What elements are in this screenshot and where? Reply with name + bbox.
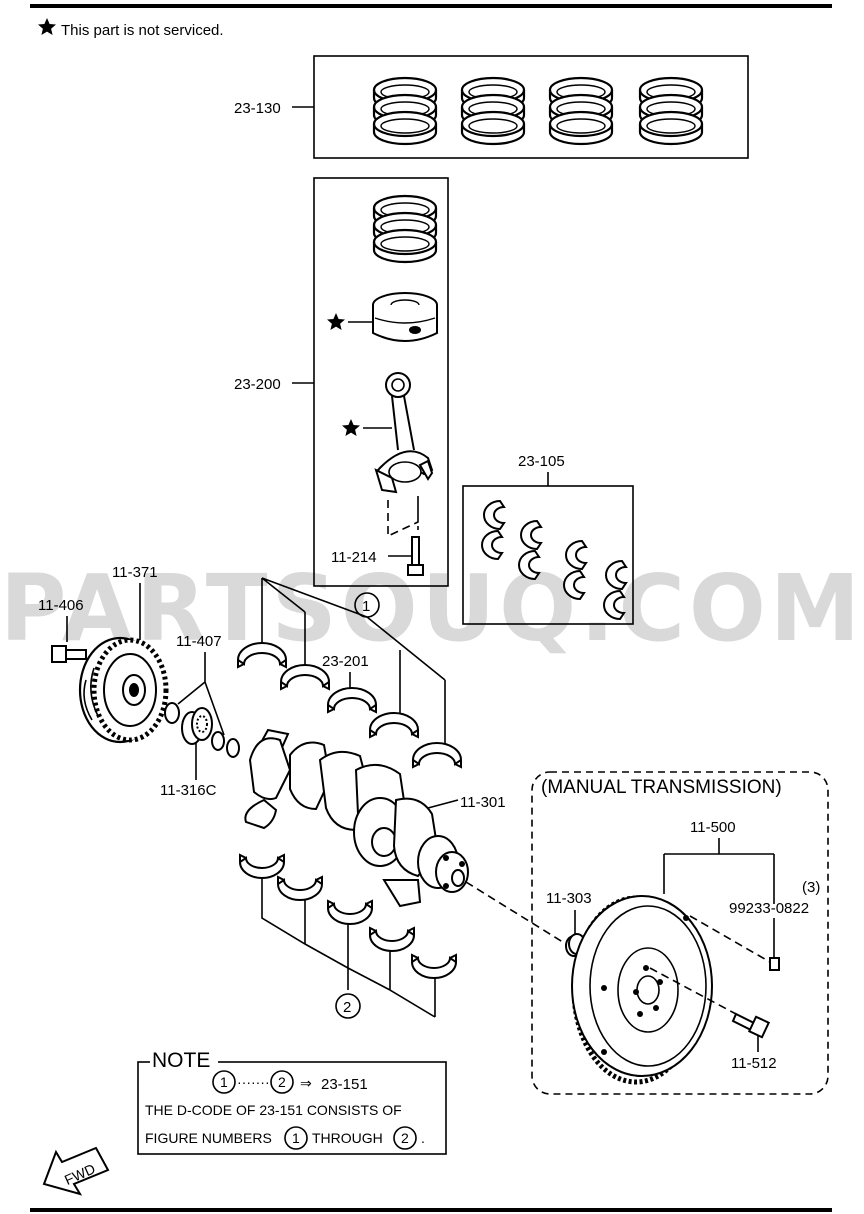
piston-rod-group[interactable]: 23-200 11-214 [234, 177, 449, 587]
piston-rod-box [313, 177, 449, 587]
rod-bearing-box [462, 485, 634, 625]
note-line-3-one: 1 [292, 1130, 300, 1146]
manual-transmission-group[interactable]: (MANUAL TRANSMISSION) 11-500 (3) 99233-0… [531, 771, 829, 1095]
connecting-rod-icon [374, 372, 434, 494]
star-legend-text: This part is not serviced. [61, 22, 224, 39]
note-to: 2 [278, 1074, 286, 1090]
label-11-371: 11-371 [112, 564, 158, 581]
note-line-2: THE D-CODE OF 23-151 CONSISTS OF [145, 1102, 402, 1118]
crank-pulley-icon [78, 636, 169, 744]
note-line-3b: THROUGH [312, 1130, 383, 1146]
note-title: NOTE [152, 1049, 210, 1072]
manual-transmission-title: (MANUAL TRANSMISSION) [541, 777, 782, 798]
lower-main-bearings-group[interactable]: 2 [239, 854, 457, 1019]
note-code: 23-151 [321, 1076, 368, 1093]
label-23-201: 23-201 [322, 653, 369, 670]
label-11-406: 11-406 [38, 597, 84, 614]
rod-bearing-set-group[interactable]: 23-105 [462, 453, 634, 625]
note-line-3-two: 2 [401, 1130, 409, 1146]
label-99233-0822: 99233-0822 [729, 900, 809, 917]
flywheel-pin-qty: (3) [802, 879, 820, 896]
crankshaft-icon [244, 728, 469, 908]
pilot-bearing-icon [181, 707, 213, 745]
flywheel-bolt-icon [731, 1012, 771, 1039]
flywheel-icon [571, 895, 713, 1085]
note-dots: ······· [237, 1074, 270, 1090]
pulley-bolt-icon [51, 645, 87, 663]
star-icon [327, 313, 345, 330]
upper-main-bearings-group[interactable]: 1 23-201 [237, 577, 462, 768]
seal-ring-icon [164, 702, 180, 724]
flywheel-pin-icon [769, 957, 780, 971]
note-line-3-end: . [421, 1130, 425, 1146]
bottom-border [30, 1208, 832, 1212]
label-11-301: 11-301 [460, 794, 506, 811]
crank-pulley-group[interactable]: 11-371 11-406 [38, 564, 169, 744]
callout-2: 2 [343, 999, 351, 1016]
label-23-105: 23-105 [518, 453, 565, 470]
star-icon [342, 419, 360, 436]
label-11-316C: 11-316C [160, 782, 217, 799]
label-11-407: 11-407 [176, 633, 222, 650]
manual-transmission-box [531, 771, 829, 1095]
label-11-214: 11-214 [331, 549, 377, 566]
seal-group[interactable]: 11-407 11-316C [160, 633, 240, 799]
label-23-200: 23-200 [234, 376, 281, 393]
label-11-512: 11-512 [731, 1055, 777, 1072]
thrust-bearing-icon [327, 687, 377, 713]
callout-circle-2 [335, 993, 361, 1019]
star-legend: This part is not serviced. [38, 18, 224, 39]
note-line-3a: FIGURE NUMBERS [145, 1130, 272, 1146]
label-11-303: 11-303 [546, 890, 592, 907]
piston-ring-stack [374, 196, 436, 262]
piston-icon [372, 292, 438, 342]
note-arrow: ⇒ [300, 1075, 312, 1091]
star-icon [38, 18, 56, 35]
callout-1: 1 [362, 598, 370, 615]
ring-stack-1 [374, 78, 436, 144]
ring-stack-2 [462, 78, 524, 144]
top-border [30, 4, 832, 8]
label-11-500: 11-500 [690, 819, 736, 836]
note-from: 1 [220, 1074, 228, 1090]
crankshaft-group[interactable]: 11-301 [244, 728, 567, 945]
note-box [137, 1061, 447, 1155]
ring-stack-4 [640, 78, 702, 144]
ring-stack-3 [550, 78, 612, 144]
note-box-group: NOTE 1 ······· 2 ⇒ 23-151 THE D-CODE OF … [137, 1049, 447, 1155]
rod-bolt-icon [407, 536, 424, 576]
piston-ring-set-group[interactable]: 23-130 [234, 55, 749, 159]
label-23-130: 23-130 [234, 100, 281, 117]
fwd-arrow-icon: FWD [42, 1146, 110, 1196]
